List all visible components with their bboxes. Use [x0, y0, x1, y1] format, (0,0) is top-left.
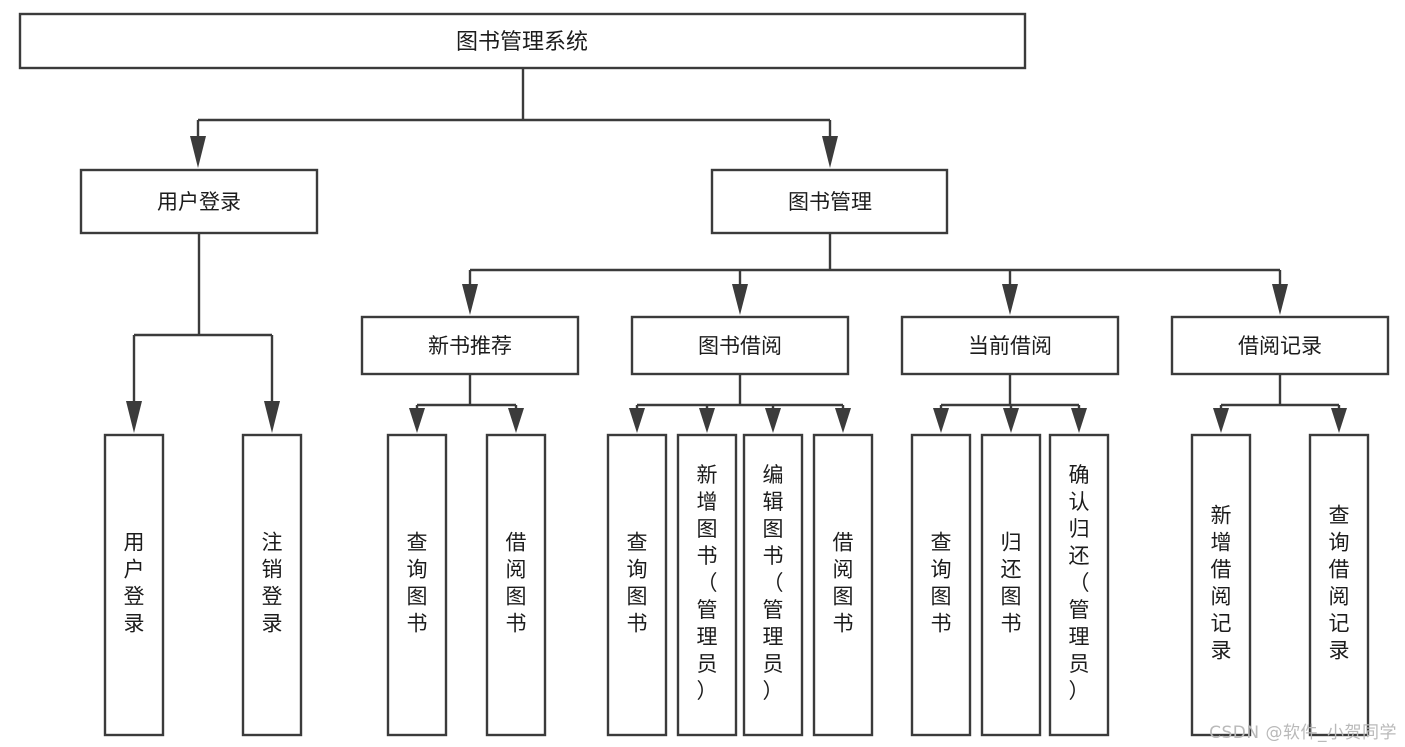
- arrow-head-leaf-user-login: [126, 401, 142, 433]
- leaf-node[interactable]: 新增借阅记录: [1190, 433, 1252, 737]
- leaf-node-label: 编辑图书（管理员）: [763, 463, 784, 703]
- leaf-node[interactable]: 查询图书: [910, 433, 972, 737]
- arrow-head-book-manage: [822, 136, 838, 168]
- arrow-head-leaf-current-confirm-return: [1071, 408, 1087, 433]
- node-book-borrow-box: [630, 315, 850, 376]
- node-book-manage-box: [710, 168, 949, 235]
- leaf-node[interactable]: 借阅图书: [485, 433, 547, 737]
- leaf-node-label: 查询图书: [931, 531, 952, 636]
- node-book-borrow-label: 图书借阅: [698, 334, 782, 358]
- arrow-head-leaf-record-query: [1331, 408, 1347, 433]
- connector-group-book-borrow-to-leaves: [629, 374, 851, 433]
- node-book-borrow[interactable]: 图书借阅: [630, 315, 850, 376]
- node-user-login-label: 用户登录: [157, 190, 241, 214]
- arrow-head-leaf-borrow-edit-book: [765, 408, 781, 433]
- connector-group-book-manage-to-level2: [462, 233, 1288, 315]
- leaf-node-label: 查询图书: [627, 531, 648, 636]
- connector-group-user-login-to-leaves: [126, 233, 280, 433]
- leaf-node[interactable]: 查询图书: [386, 433, 448, 737]
- arrow-head-leaf-borrow-add-book: [699, 408, 715, 433]
- arrow-head-leaf-current-return-book: [1003, 408, 1019, 433]
- node-root-label: 图书管理系统: [456, 30, 588, 55]
- leaf-node-label: 归还图书: [1001, 531, 1022, 636]
- leaf-node-box: [485, 433, 547, 737]
- leaf-node-label: 借阅图书: [506, 531, 527, 636]
- connector-group-root-to-level1: [190, 68, 838, 168]
- csdn-watermark: CSDN @软件_小贺同学: [1209, 723, 1397, 743]
- leaf-node[interactable]: 用户登录: [103, 433, 165, 737]
- arrow-head-new-book-recommend: [462, 284, 478, 315]
- leaf-node-box: [241, 433, 303, 737]
- leaf-node-box: [910, 433, 972, 737]
- arrow-head-leaf-user-logout: [264, 401, 280, 433]
- leaf-node[interactable]: 查询借阅记录: [1308, 433, 1370, 737]
- node-current-borrow[interactable]: 当前借阅: [900, 315, 1120, 376]
- node-borrow-record-box: [1170, 315, 1390, 376]
- leaf-node-label: 用户登录: [124, 531, 145, 636]
- leaf-node-label: 确认归还（管理员）: [1069, 463, 1090, 703]
- leaf-node-box: [386, 433, 448, 737]
- leaf-node[interactable]: 编辑图书（管理员）: [742, 433, 804, 737]
- arrow-head-leaf-borrow-query-book: [629, 408, 645, 433]
- leaf-node-label: 新增图书（管理员）: [697, 463, 718, 703]
- node-root[interactable]: 图书管理系统: [18, 12, 1027, 70]
- leaf-node-label: 查询借阅记录: [1329, 504, 1350, 663]
- node-current-borrow-box: [900, 315, 1120, 376]
- arrow-head-current-borrow: [1002, 284, 1018, 315]
- connector-group-borrow-record-to-leaves: [1213, 374, 1347, 433]
- leaf-node[interactable]: 注销登录: [241, 433, 303, 737]
- arrow-head-user-login: [190, 136, 206, 168]
- arrow-head-leaf-current-query-book: [933, 408, 949, 433]
- leaf-node-box: [676, 433, 738, 737]
- leaf-node[interactable]: 新增图书（管理员）: [676, 433, 738, 737]
- arrow-head-leaf-borrow-borrow-book: [835, 408, 851, 433]
- leaf-node-label: 查询图书: [407, 531, 428, 636]
- leaf-node-layer: 用户登录 注销登录 查询图书 借阅图书 查询图书 新增图书（管理员） 编辑图书（管理员） 借阅…: [103, 433, 1370, 737]
- node-root-box: [18, 12, 1027, 70]
- leaf-node-box: [1190, 433, 1252, 737]
- node-book-manage[interactable]: 图书管理: [710, 168, 949, 235]
- arrow-head-leaf-recommend-borrow-book: [508, 408, 524, 433]
- leaf-node[interactable]: 借阅图书: [812, 433, 874, 737]
- leaf-node[interactable]: 查询图书: [606, 433, 668, 737]
- arrow-head-leaf-record-add: [1213, 408, 1229, 433]
- arrow-head-borrow-record: [1272, 284, 1288, 315]
- node-borrow-record-label: 借阅记录: [1238, 334, 1322, 358]
- leaf-node[interactable]: 归还图书: [980, 433, 1042, 737]
- arrow-head-leaf-recommend-query-book: [409, 408, 425, 433]
- connector-group-new-book-recommend-to-leaves: [409, 374, 524, 433]
- leaf-node-label: 借阅图书: [833, 531, 854, 636]
- leaf-node-label: 新增借阅记录: [1211, 504, 1232, 663]
- node-borrow-record[interactable]: 借阅记录: [1170, 315, 1390, 376]
- arrow-head-book-borrow: [732, 284, 748, 315]
- leaf-node-box: [103, 433, 165, 737]
- leaf-node[interactable]: 确认归还（管理员）: [1048, 433, 1110, 737]
- node-book-manage-label: 图书管理: [788, 190, 872, 214]
- node-current-borrow-label: 当前借阅: [968, 334, 1052, 358]
- leaf-node-box: [812, 433, 874, 737]
- leaf-node-box: [1308, 433, 1370, 737]
- connector-group-current-borrow-to-leaves: [933, 374, 1087, 433]
- node-new-book-recommend-label: 新书推荐: [428, 334, 512, 358]
- leaf-node-label: 注销登录: [262, 531, 283, 636]
- node-new-book-recommend-box: [360, 315, 580, 376]
- leaf-node-box: [742, 433, 804, 737]
- leaf-node-box: [980, 433, 1042, 737]
- leaf-node-box: [606, 433, 668, 737]
- node-user-login[interactable]: 用户登录: [79, 168, 319, 235]
- node-new-book-recommend[interactable]: 新书推荐: [360, 315, 580, 376]
- node-user-login-box: [79, 168, 319, 235]
- leaf-node-box: [1048, 433, 1110, 737]
